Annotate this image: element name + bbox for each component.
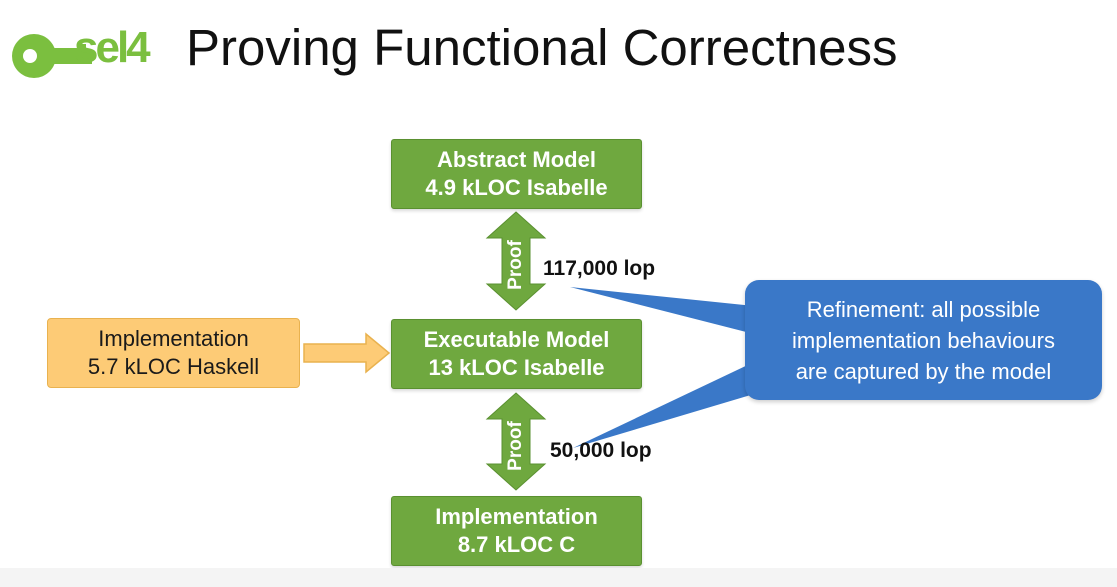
abstract-model-size: 4.9 kLOC Isabelle <box>425 175 608 200</box>
proof-label-bottom: Proof <box>505 421 526 471</box>
executable-model-box: Executable Model 13 kLOC Isabelle <box>391 319 642 389</box>
callout-pointer-top <box>570 287 754 334</box>
proof-arrow-bottom <box>485 392 547 491</box>
callout-pointer-bottom <box>573 362 754 448</box>
callout-line-1: Refinement: all possible <box>806 296 1041 322</box>
implementation-haskell-size: 5.7 kLOC Haskell <box>87 354 260 379</box>
implementation-c-title: Implementation <box>435 504 598 529</box>
logo-text: sel4 <box>74 23 151 72</box>
bottom-bar <box>0 568 1117 587</box>
haskell-to-executable-arrow <box>303 332 391 374</box>
executable-model-title: Executable Model <box>423 327 610 352</box>
abstract-model-box: Abstract Model 4.9 kLOC Isabelle <box>391 139 642 209</box>
key-icon <box>12 34 92 78</box>
implementation-haskell-box: Implementation 5.7 kLOC Haskell <box>47 318 300 388</box>
sel4-logo: sel4 <box>12 23 154 78</box>
proof-size-top: 117,000 lop <box>543 257 656 280</box>
implementation-c-size: 8.7 kLOC C <box>457 532 576 557</box>
proof-arrow-top <box>485 211 547 311</box>
proof-label-top: Proof <box>505 240 526 290</box>
executable-model-size: 13 kLOC Isabelle <box>428 355 605 380</box>
callout-line-2: implementation behaviours <box>792 327 1055 353</box>
callout-line-3: are captured by the model <box>795 358 1052 384</box>
abstract-model-title: Abstract Model <box>437 147 596 172</box>
implementation-c-box: Implementation 8.7 kLOC C <box>391 496 642 566</box>
implementation-haskell-title: Implementation <box>98 326 249 351</box>
refinement-callout: Refinement: all possible implementation … <box>745 280 1102 400</box>
proof-size-bottom: 50,000 lop <box>550 439 652 462</box>
slide-title: Proving Functional Correctness <box>186 19 898 76</box>
